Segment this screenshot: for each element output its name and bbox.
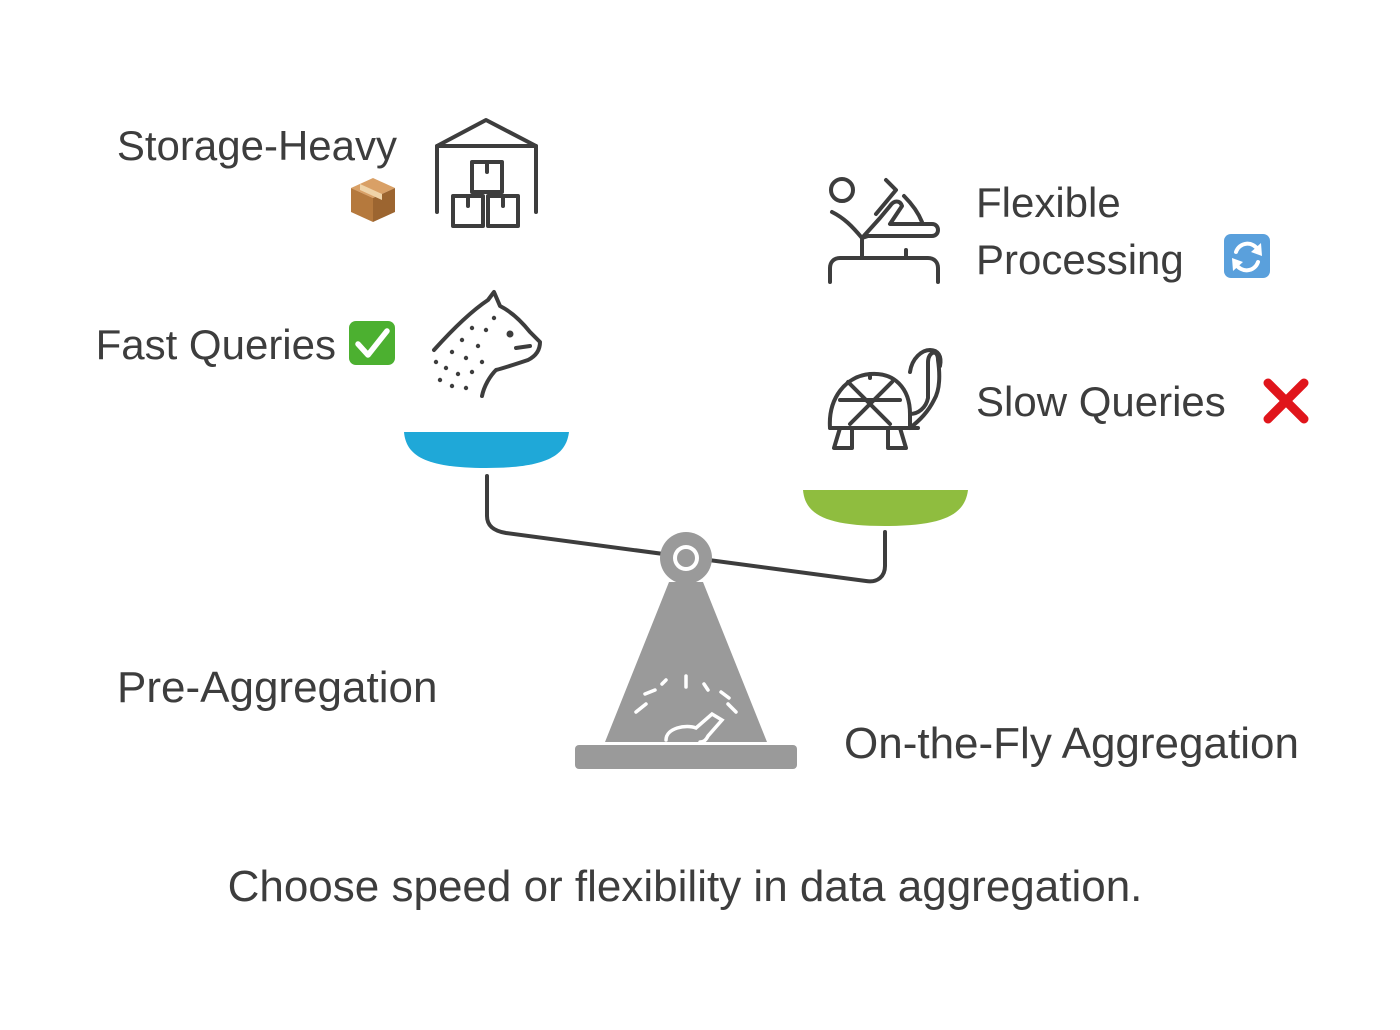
scale-base [575, 745, 797, 769]
fast-queries-label: Fast Queries [96, 321, 336, 368]
flexible-label: Flexible [976, 179, 1121, 226]
speedometer-icon [634, 674, 738, 744]
right-pan [803, 490, 968, 526]
slow-queries-label: Slow Queries [976, 378, 1226, 425]
storage-heavy-label: Storage-Heavy [117, 122, 397, 169]
package-emoji [351, 178, 395, 222]
processing-label: Processing [976, 236, 1184, 283]
turtle-icon [827, 348, 943, 450]
check-mark-emoji [349, 321, 395, 365]
scale-stand [605, 582, 767, 742]
left-pan [404, 432, 569, 468]
on-the-fly-aggregation-label: On-the-Fly Aggregation [844, 719, 1299, 768]
pre-aggregation-label: Pre-Aggregation [117, 663, 437, 712]
gymnast-icon [828, 177, 940, 284]
warehouse-icon [435, 118, 538, 228]
refresh-emoji [1224, 234, 1270, 278]
balance-scale-icon [404, 432, 968, 769]
cheetah-icon [432, 290, 542, 398]
caption: Choose speed or flexibility in data aggr… [228, 862, 1143, 911]
cross-mark-emoji [1263, 378, 1309, 424]
